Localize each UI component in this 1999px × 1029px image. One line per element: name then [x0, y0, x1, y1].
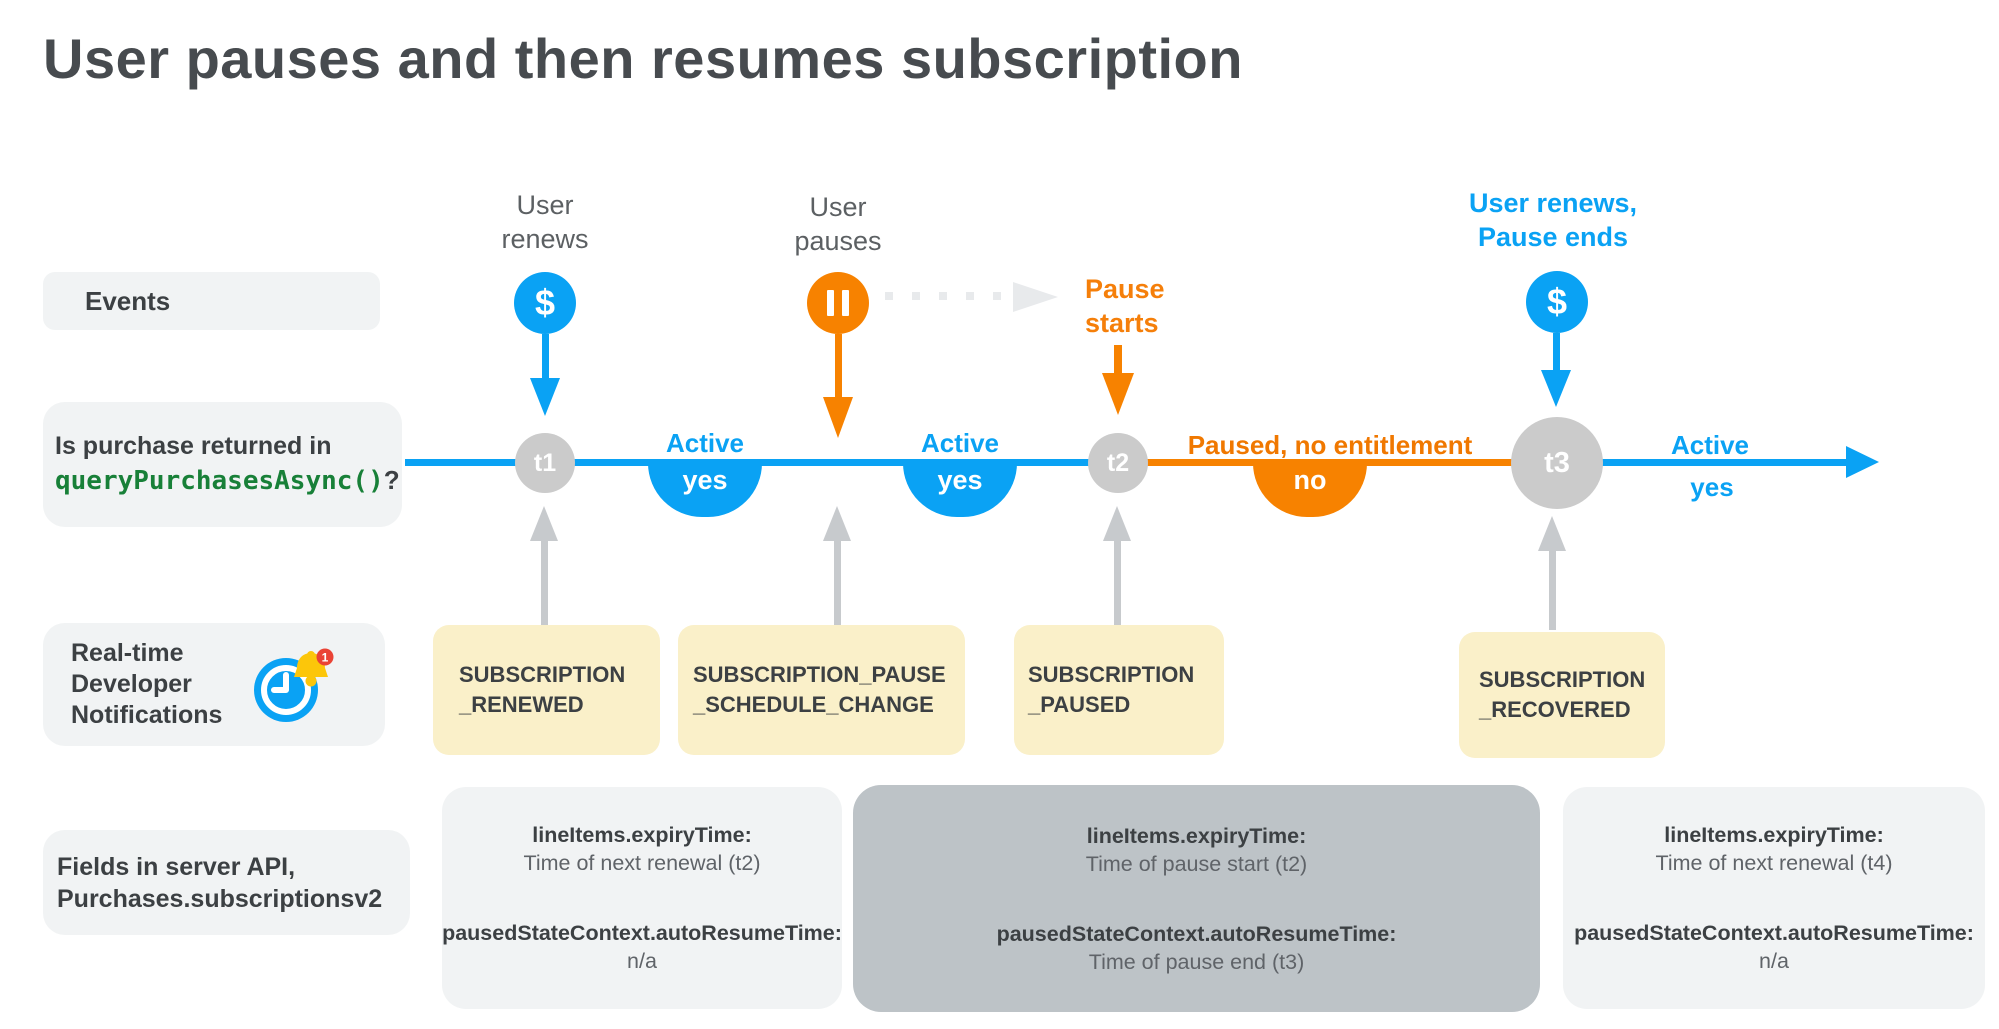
- row-label-rtdn: Real-time Developer Notifications: [43, 623, 385, 746]
- event-label-user-pauses: User pauses: [794, 192, 882, 256]
- status-label-paused: Paused, no entitlement: [1187, 430, 1473, 460]
- up-arrowhead: [1103, 506, 1131, 541]
- answer-label-yes: yes: [1690, 472, 1734, 502]
- purchase-question-line1: Is purchase returned in: [55, 432, 332, 460]
- rtdn-label: Real-time Developer Notifications: [71, 639, 223, 729]
- status-label-active: Active: [920, 428, 1000, 458]
- answer-badge-no: no: [1253, 463, 1367, 517]
- timeline-node-t3: t3: [1511, 417, 1603, 509]
- down-arrow: [1553, 333, 1560, 370]
- up-arrowhead: [1538, 516, 1566, 551]
- pause-icon: [807, 272, 869, 334]
- down-arrowhead: [530, 378, 560, 416]
- notification-subscription-recovered: SUBSCRIPTION _RECOVERED: [1459, 632, 1665, 758]
- up-arrow: [1114, 540, 1121, 625]
- status-label-active: Active: [665, 428, 745, 458]
- dollar-icon: $: [514, 272, 576, 334]
- status-label-active: Active: [1670, 430, 1750, 460]
- down-arrowhead: [1541, 370, 1571, 407]
- answer-badge-yes: yes: [648, 463, 762, 517]
- row-label-purchase-question: Is purchase returned in queryPurchasesAs…: [43, 402, 402, 527]
- api-fields-box-recovered: lineItems.expiryTime: Time of next renew…: [1563, 787, 1985, 1009]
- timeline-segment-active-1: [405, 459, 1118, 466]
- dotted-connector: [885, 292, 1013, 300]
- dollar-icon: $: [1526, 271, 1588, 333]
- pause-starts-down-arrowhead: [1102, 373, 1134, 415]
- down-arrow: [835, 334, 842, 397]
- event-label-user-renews-pause-ends: User renews, Pause ends: [1468, 188, 1638, 252]
- answer-badge-yes: yes: [903, 463, 1017, 517]
- fields-label: Fields in server API, Purchases.subscrip…: [57, 852, 383, 913]
- notification-subscription-renewed: SUBSCRIPTION _RENEWED: [433, 625, 660, 755]
- timeline-segment-paused: [1118, 459, 1557, 466]
- field-row: lineItems.expiryTime: Time of next renew…: [1655, 823, 1893, 875]
- up-arrow: [1549, 550, 1556, 630]
- notification-subscription-paused: SUBSCRIPTION _PAUSED: [1014, 625, 1224, 755]
- row-label-server-api-fields: Fields in server API, Purchases.subscrip…: [43, 830, 410, 935]
- timeline-segment-active-2: [1557, 459, 1848, 466]
- field-row: pausedStateContext.autoResumeTime: n/a: [442, 921, 842, 973]
- up-arrow: [834, 540, 841, 625]
- page-title: User pauses and then resumes subscriptio…: [43, 27, 1243, 90]
- up-arrowhead: [823, 506, 851, 541]
- field-row: pausedStateContext.autoResumeTime: Time …: [996, 921, 1397, 974]
- purchase-question-mark: ?: [383, 465, 400, 495]
- dotted-connector-arrowhead: [1013, 282, 1058, 312]
- field-row: pausedStateContext.autoResumeTime: n/a: [1574, 921, 1974, 973]
- down-arrow: [542, 334, 549, 378]
- field-row: lineItems.expiryTime: Time of pause star…: [1085, 823, 1308, 876]
- api-fields-box-paused: lineItems.expiryTime: Time of pause star…: [853, 785, 1540, 1012]
- events-label: Events: [85, 285, 171, 316]
- rtdn-badge-count: 1: [322, 651, 329, 665]
- timeline-node-t1: t1: [515, 433, 575, 493]
- api-fields-box-renewed: lineItems.expiryTime: Time of next renew…: [442, 787, 842, 1009]
- up-arrow: [541, 540, 548, 625]
- row-label-events: Events: [43, 272, 380, 330]
- purchase-question-code: queryPurchasesAsync(): [55, 466, 384, 496]
- event-label-user-renews: User renews: [501, 190, 589, 254]
- clock-notification-icon: 1: [254, 648, 334, 722]
- timeline-arrowhead: [1846, 446, 1879, 478]
- timeline-node-t2: t2: [1088, 433, 1148, 493]
- down-arrowhead: [823, 397, 853, 438]
- event-label-pause-starts: Pause starts: [1085, 274, 1165, 338]
- pause-starts-down-arrow: [1114, 345, 1122, 373]
- notification-subscription-pause-schedule-change: SUBSCRIPTION_PAUSE _SCHEDULE_CHANGE: [678, 625, 965, 755]
- field-row: lineItems.expiryTime: Time of next renew…: [523, 823, 761, 875]
- up-arrowhead: [530, 506, 558, 541]
